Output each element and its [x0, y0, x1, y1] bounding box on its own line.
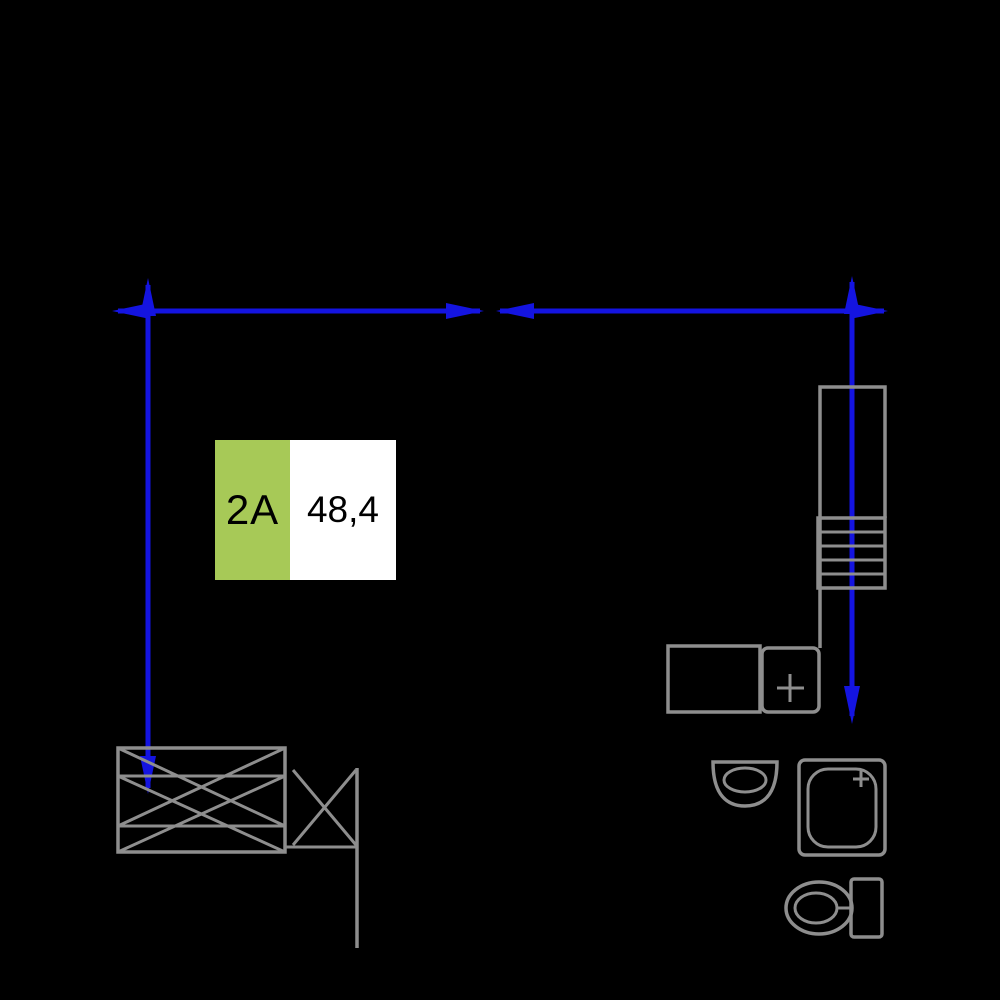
arrow-up-icon — [844, 276, 860, 314]
stove-icon — [816, 516, 887, 590]
washbasin-icon — [711, 760, 779, 808]
furniture-symbols — [116, 385, 887, 948]
dimension-horizontal-right — [496, 303, 888, 319]
arrow-right-icon — [850, 303, 888, 319]
arrow-down-icon — [844, 686, 860, 724]
unit-code[interactable]: 2A — [215, 440, 290, 580]
dimension-lines — [112, 276, 888, 794]
unit-label[interactable]: 2A 48,4 — [215, 440, 396, 580]
shower-icon — [797, 758, 887, 857]
counter-icon — [666, 644, 762, 714]
kitchen-sink-icon — [760, 646, 821, 714]
side-table-icon — [285, 769, 358, 849]
unit-area[interactable]: 48,4 — [290, 440, 396, 580]
toilet-icon — [784, 877, 884, 939]
arrow-left-icon — [496, 303, 534, 319]
arrow-right-icon — [446, 303, 484, 319]
bed-icon — [116, 746, 287, 854]
arrow-up-icon — [140, 278, 156, 316]
dimension-horizontal-left — [112, 303, 484, 319]
dimension-vertical-right — [844, 276, 860, 724]
dimension-vertical-left — [140, 278, 156, 794]
